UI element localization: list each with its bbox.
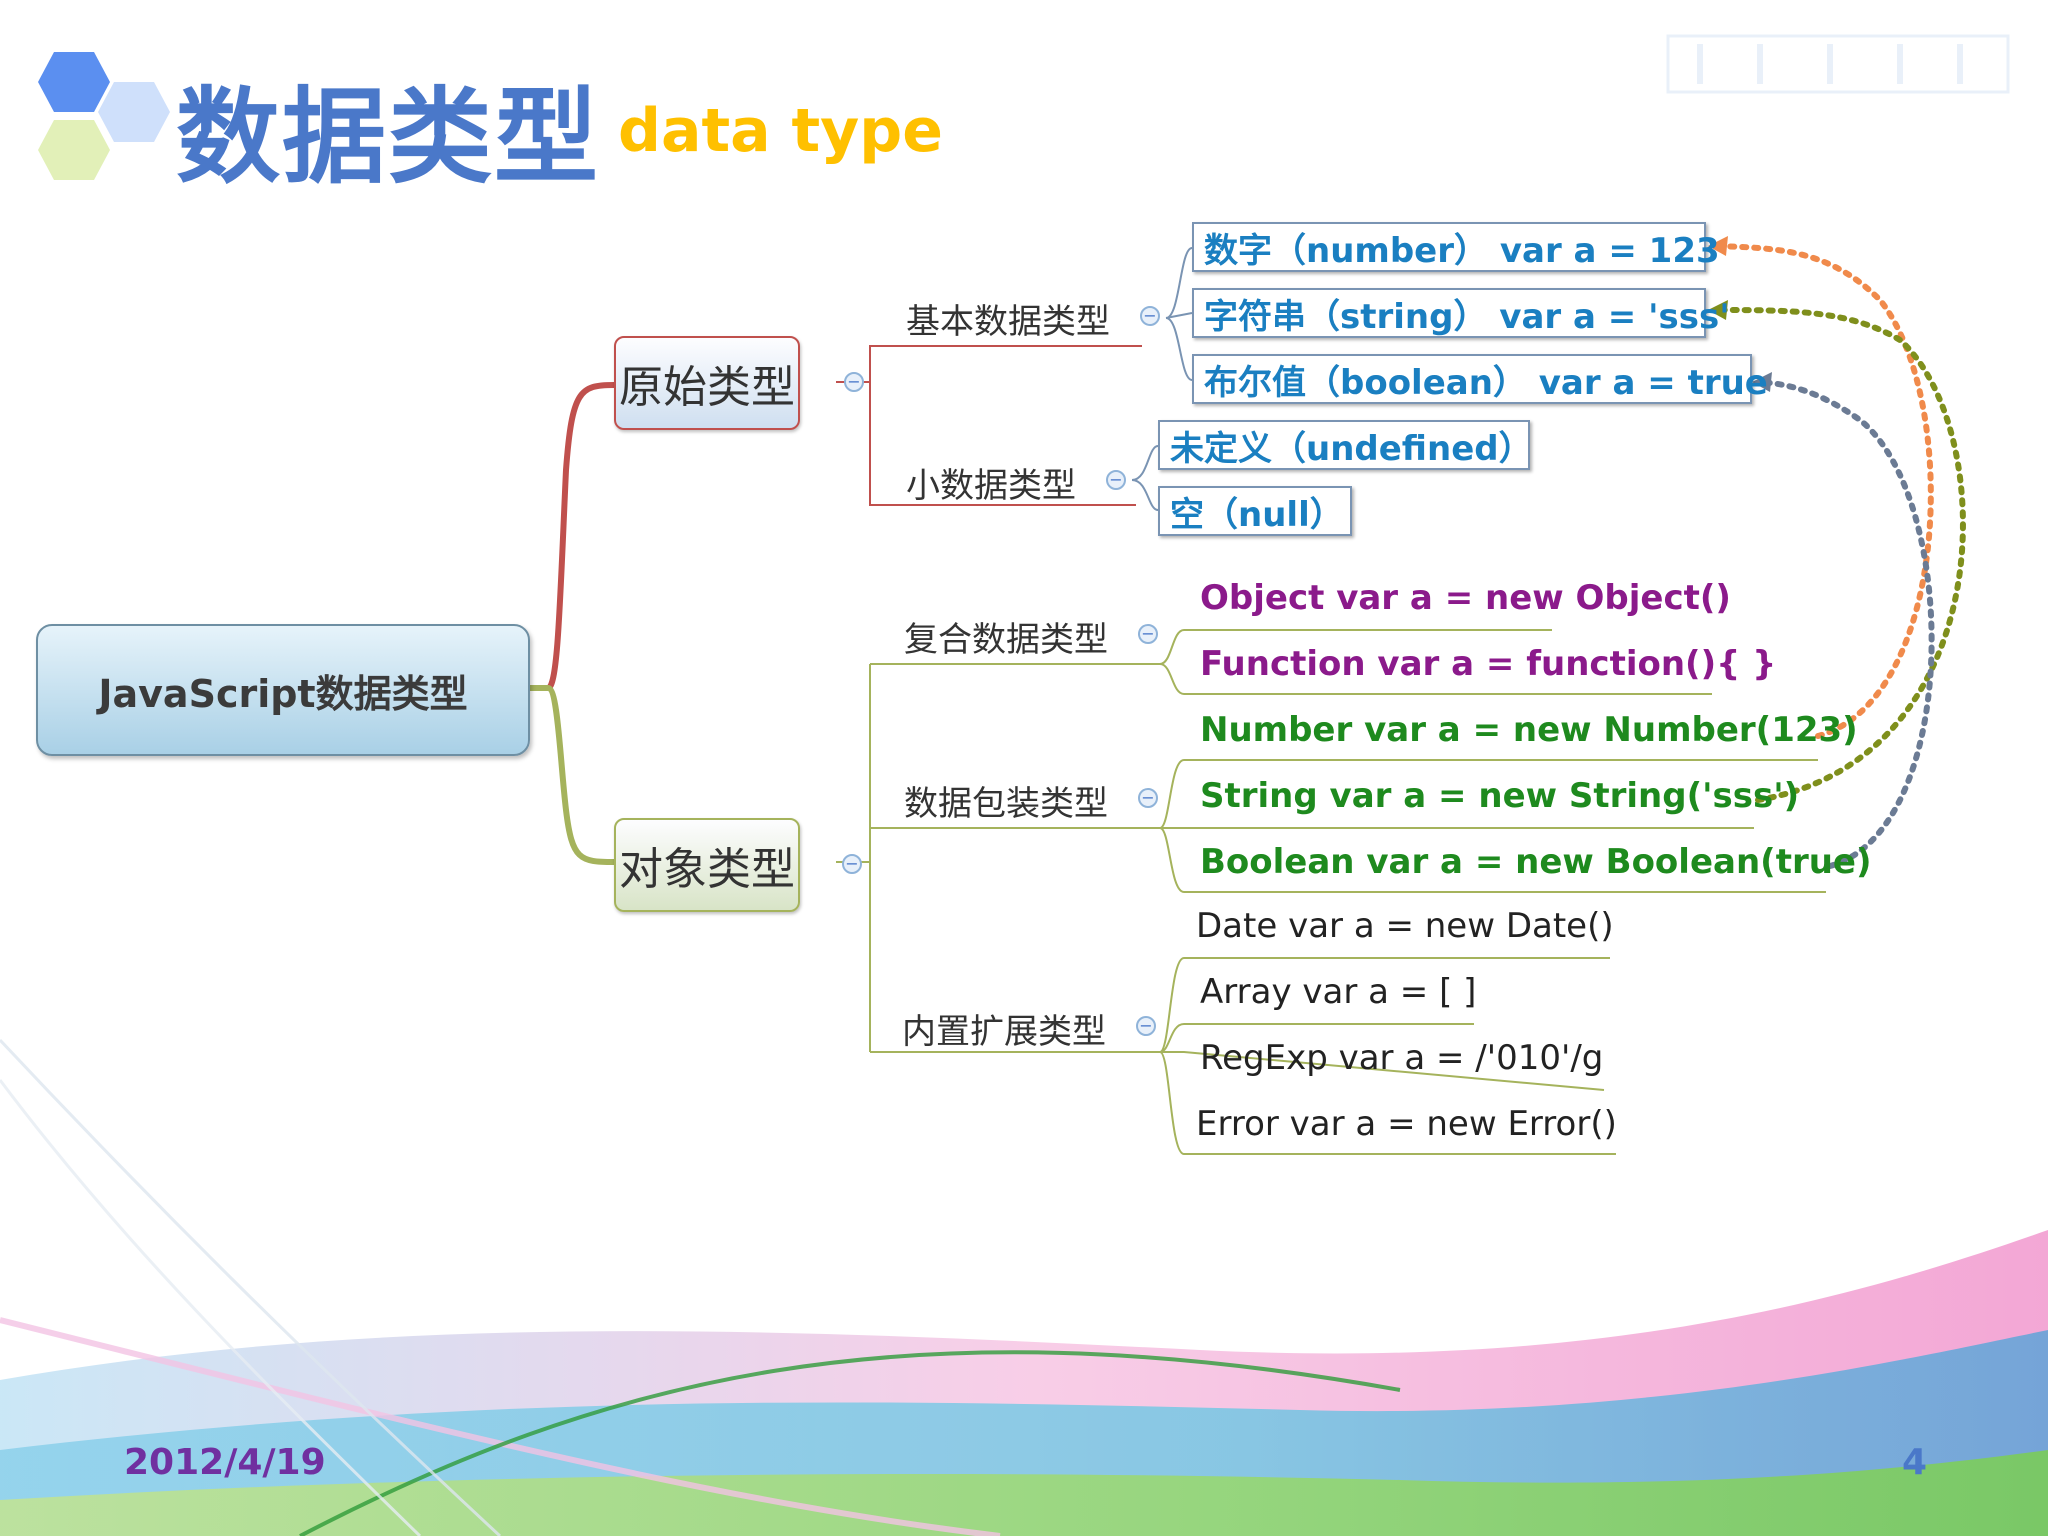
node-basic-types[interactable]: 基本数据类型: [906, 294, 1110, 343]
leaf-function[interactable]: Function var a = function(){ }: [1200, 644, 1776, 684]
leaf-number-wrapper[interactable]: Number var a = new Number(123): [1200, 710, 1858, 750]
leaf-boolean[interactable]: 布尔值（boolean） var a = true: [1192, 354, 1752, 404]
leaf-regexp[interactable]: RegExp var a = /'010'/g: [1200, 1038, 1603, 1078]
node-builtin-types[interactable]: 内置扩展类型: [902, 1004, 1106, 1053]
leaf-error[interactable]: Error var a = new Error(): [1196, 1104, 1617, 1144]
leaf-undefined[interactable]: 未定义（undefined）: [1158, 420, 1530, 470]
branch-primitive-basic: [836, 346, 1142, 382]
branch-object-trunk: [868, 664, 870, 1052]
node-wrapper-types[interactable]: 数据包装类型: [904, 776, 1108, 825]
collapse-small-icon[interactable]: −: [1106, 470, 1126, 490]
leaf-boolean-wrapper[interactable]: Boolean var a = new Boolean(true): [1200, 842, 1872, 882]
page-number: 4: [1902, 1442, 1927, 1483]
node-primitive[interactable]: 原始类型: [614, 336, 800, 430]
collapse-basic-icon[interactable]: −: [1140, 306, 1160, 326]
branch-root-primitive: [526, 385, 614, 688]
node-small-types[interactable]: 小数据类型: [906, 458, 1076, 507]
leaf-array[interactable]: Array var a = [ ]: [1200, 972, 1476, 1012]
node-object[interactable]: 对象类型: [614, 818, 800, 912]
connector-basic-leaves: [1166, 248, 1192, 380]
leaf-string-wrapper[interactable]: String var a = new String('sss'): [1200, 776, 1799, 816]
collapse-builtin-icon[interactable]: −: [1136, 1016, 1156, 1036]
collapse-object-icon[interactable]: −: [842, 854, 862, 874]
branch-object-wrapper: [836, 828, 1160, 862]
leaf-string[interactable]: 字符串（string） var a = 'sss': [1192, 288, 1706, 338]
leaf-object[interactable]: Object var a = new Object(): [1200, 578, 1731, 618]
collapse-wrapper-icon[interactable]: −: [1138, 788, 1158, 808]
leaf-number[interactable]: 数字（number） var a = 123: [1192, 222, 1706, 272]
footer-date: 2012/4/19: [124, 1442, 326, 1483]
slide-subtitle: data type: [618, 96, 943, 166]
leaf-null[interactable]: 空（null）: [1158, 486, 1352, 536]
root-node[interactable]: JavaScript数据类型: [36, 624, 530, 756]
node-composite-types[interactable]: 复合数据类型: [904, 612, 1108, 661]
collapse-composite-icon[interactable]: −: [1138, 624, 1158, 644]
slide-title: 数据类型: [176, 52, 600, 203]
collapse-primitive-icon[interactable]: −: [844, 372, 864, 392]
leaf-date[interactable]: Date var a = new Date(): [1196, 906, 1614, 946]
connector-small-leaves: [1132, 446, 1158, 510]
branch-root-object: [526, 688, 614, 862]
